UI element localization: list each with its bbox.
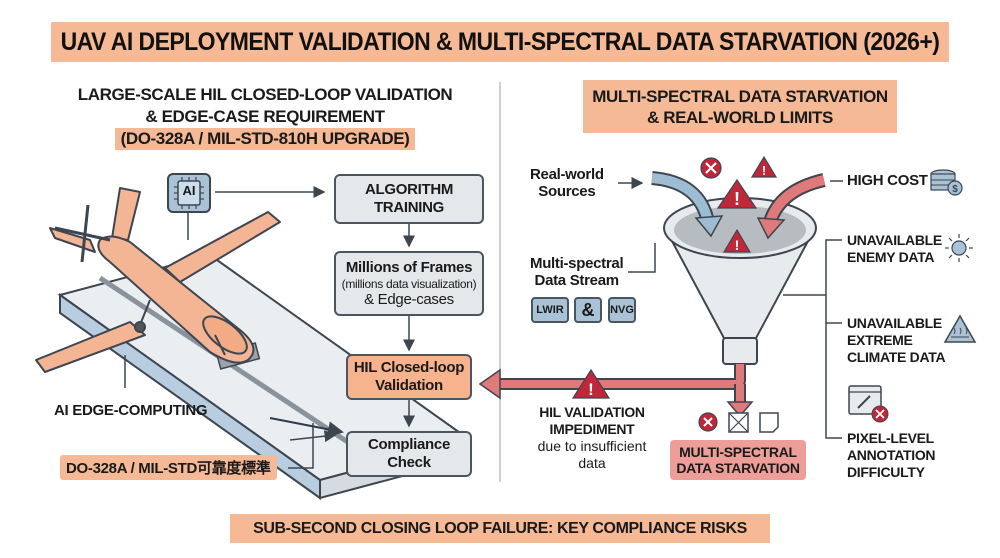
right-heading-line1: MULTI-SPECTRAL DATA STARVATION (592, 86, 888, 106)
limit-enemy-line2: ENEMY DATA (847, 249, 935, 265)
warning-triangle-icon: ! (750, 155, 778, 178)
empty-document-icon (759, 412, 779, 433)
section-divider (499, 82, 501, 482)
data-starvation-badge: MULTI-SPECTRAL DATA STARVATION (670, 440, 806, 480)
real-world-line1: Real-world (530, 166, 604, 183)
limit-annotation: PIXEL-LEVEL ANNOTATION DIFFICULTY (847, 430, 936, 481)
data-funnel-icon (663, 197, 817, 365)
right-heading-line2: & REAL-WORLD LIMITS (647, 107, 833, 127)
left-heading-highlight: (DO-328A / MIL-STD-810H UPGRADE) (114, 128, 416, 150)
limit-climate-line3: CLIMATE DATA (847, 349, 946, 365)
standard-pill: DO-328A / MIL-STD可靠度標準 (60, 455, 277, 480)
stream-line2: Data Stream (534, 272, 620, 289)
limit-high-cost-text: HIGH COST (847, 172, 928, 189)
compliance-check-box: Compliance Check (346, 431, 472, 477)
coins-dollar-icon: $ (930, 169, 963, 196)
svg-text:!: ! (762, 163, 766, 178)
svg-text:!: ! (735, 237, 740, 253)
hil-validation-box: HIL Closed-loop Validation (346, 354, 472, 400)
limit-annotation-line1: PIXEL-LEVEL (847, 430, 934, 446)
skull-radiating-icon (945, 234, 973, 262)
limit-enemy-data: UNAVAILABLE ENEMY DATA (847, 232, 942, 266)
multispectral-stream-label: Multi-spectral Data Stream (530, 255, 624, 289)
limit-high-cost: HIGH COST (847, 172, 928, 189)
right-section-heading: MULTI-SPECTRAL DATA STARVATION & REAL-WO… (583, 80, 897, 133)
limit-enemy-line1: UNAVAILABLE (847, 232, 942, 248)
tag-lwir: LWIR (531, 297, 569, 323)
hil-impediment-label: HIL VALIDATION IMPEDIMENT due to insuffi… (522, 404, 662, 472)
uav-aircraft-icon (35, 187, 281, 373)
annotation-error-icon (848, 385, 889, 423)
limit-climate-line1: UNAVAILABLE (847, 315, 942, 331)
millions-frames-edge-cases: & Edge-cases (364, 290, 454, 308)
error-circle-small-icon (698, 412, 718, 432)
ai-edge-computing-label: AI EDGE-COMPUTING (54, 402, 208, 419)
millions-frames-box: Millions of Frames (millions data visual… (334, 251, 484, 316)
algorithm-training-line1: ALGORITHM (364, 181, 454, 198)
left-heading-line2: & EDGE-CASE REQUIREMENT (145, 107, 385, 126)
warning-triangle-center-icon: ! (722, 228, 752, 253)
impediment-line1: HIL VALIDATION (539, 404, 645, 420)
svg-text:!: ! (734, 189, 740, 209)
warning-triangle-impediment-icon: ! (571, 368, 611, 399)
tag-nvg: NVG (608, 297, 636, 323)
starvation-line1: MULTI-SPECTRAL (679, 444, 797, 460)
impediment-line2: IMPEDIMENT (549, 421, 635, 437)
svg-text:$: $ (952, 184, 958, 195)
impediment-arrow (478, 364, 754, 418)
impediment-line3: due to insufficient (537, 438, 647, 454)
left-heading-line1: LARGE-SCALE HIL CLOSED-LOOP VALIDATION (77, 85, 453, 104)
svg-text:!: ! (588, 380, 594, 399)
algorithm-training-line2: TRAINING (373, 199, 445, 216)
impediment-line4: data (578, 455, 606, 471)
hil-validation-line2: Validation (375, 377, 443, 394)
limit-climate-data: UNAVAILABLE EXTREME CLIMATE DATA (847, 315, 946, 366)
error-circle-icon (700, 157, 722, 179)
main-title: UAV AI DEPLOYMENT VALIDATION & MULTI-SPE… (51, 22, 949, 62)
limit-annotation-line2: ANNOTATION (847, 447, 936, 463)
compliance-check-line1: Compliance (367, 436, 451, 453)
ai-chip-icon (167, 173, 211, 213)
algorithm-training-box: ALGORITHM TRAINING (334, 174, 484, 224)
real-world-sources-label: Real-world Sources (530, 166, 604, 200)
real-world-line2: Sources (538, 183, 596, 200)
cost-inflow-arrow (765, 175, 826, 224)
real-world-inflow-arrow (651, 173, 713, 224)
heat-warning-icon (943, 314, 977, 343)
stream-line1: Multi-spectral (530, 255, 624, 272)
tag-ampersand: & (574, 297, 602, 323)
millions-frames-title: Millions of Frames (345, 258, 473, 276)
left-section-heading: LARGE-SCALE HIL CLOSED-LOOP VALIDATION &… (40, 84, 490, 150)
millions-frames-subtitle: (millions data visualization) (341, 276, 477, 291)
compliance-check-line2: Check (387, 454, 431, 471)
warning-triangle-large-icon: ! (716, 178, 758, 209)
limit-annotation-line3: DIFFICULTY (847, 464, 925, 480)
hil-validation-line1: HIL Closed-loop (353, 359, 465, 376)
starvation-line2: DATA STARVATION (676, 460, 800, 476)
ai-chip-label: AI (182, 183, 196, 198)
crossed-box-icon (728, 412, 749, 433)
limit-climate-line2: EXTREME (847, 332, 913, 348)
footer-banner: SUB-SECOND CLOSING LOOP FAILURE: KEY COM… (230, 514, 770, 543)
